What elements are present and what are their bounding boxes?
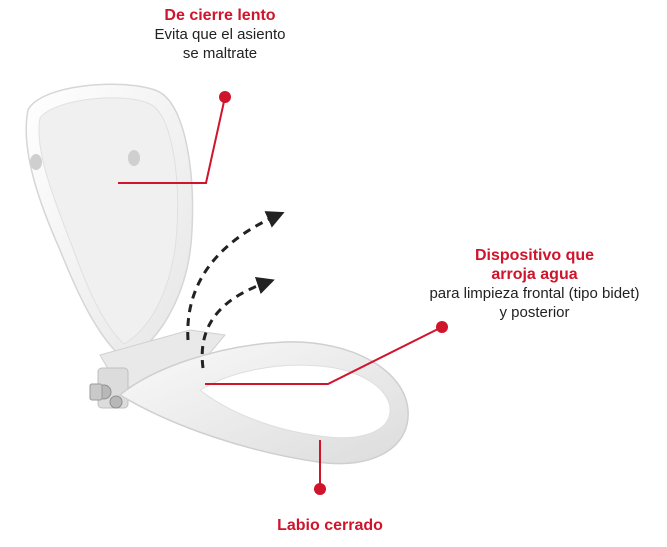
callout-title: Dispositivo que xyxy=(474,247,595,264)
callout-title: arroja agua xyxy=(491,266,578,283)
callout-description: para limpieza frontal (tipo bidet) xyxy=(429,285,640,302)
water-connector xyxy=(109,395,123,409)
leader-line-slow-close xyxy=(118,96,226,184)
callout-description: se maltrate xyxy=(182,45,258,62)
leader-lines xyxy=(118,96,443,488)
red-dot-icon xyxy=(314,483,326,495)
callout-water-device: Dispositivo que arroja agua para limpiez… xyxy=(402,246,667,322)
callout-slow-close: De cierre lento Evita que el asiento se … xyxy=(120,6,320,63)
dashed-curved-arrow-icon xyxy=(186,211,285,341)
lid-bumper xyxy=(30,154,42,170)
seat-lid xyxy=(25,83,194,361)
dashed-curved-arrow-icon xyxy=(200,276,275,369)
callout-closed-lip: Labio cerrado xyxy=(230,516,430,535)
spray-arrows xyxy=(186,211,285,369)
callout-title: De cierre lento xyxy=(164,7,276,24)
hinge xyxy=(89,329,226,409)
red-dot-icon xyxy=(219,91,231,103)
callout-title: Labio cerrado xyxy=(277,517,383,534)
lid-bumper xyxy=(128,150,140,166)
callout-description: y posterior xyxy=(499,304,570,321)
red-dot-icon xyxy=(436,321,448,333)
leader-line-water-device xyxy=(205,326,443,385)
callout-description: Evita que el asiento xyxy=(154,26,286,43)
